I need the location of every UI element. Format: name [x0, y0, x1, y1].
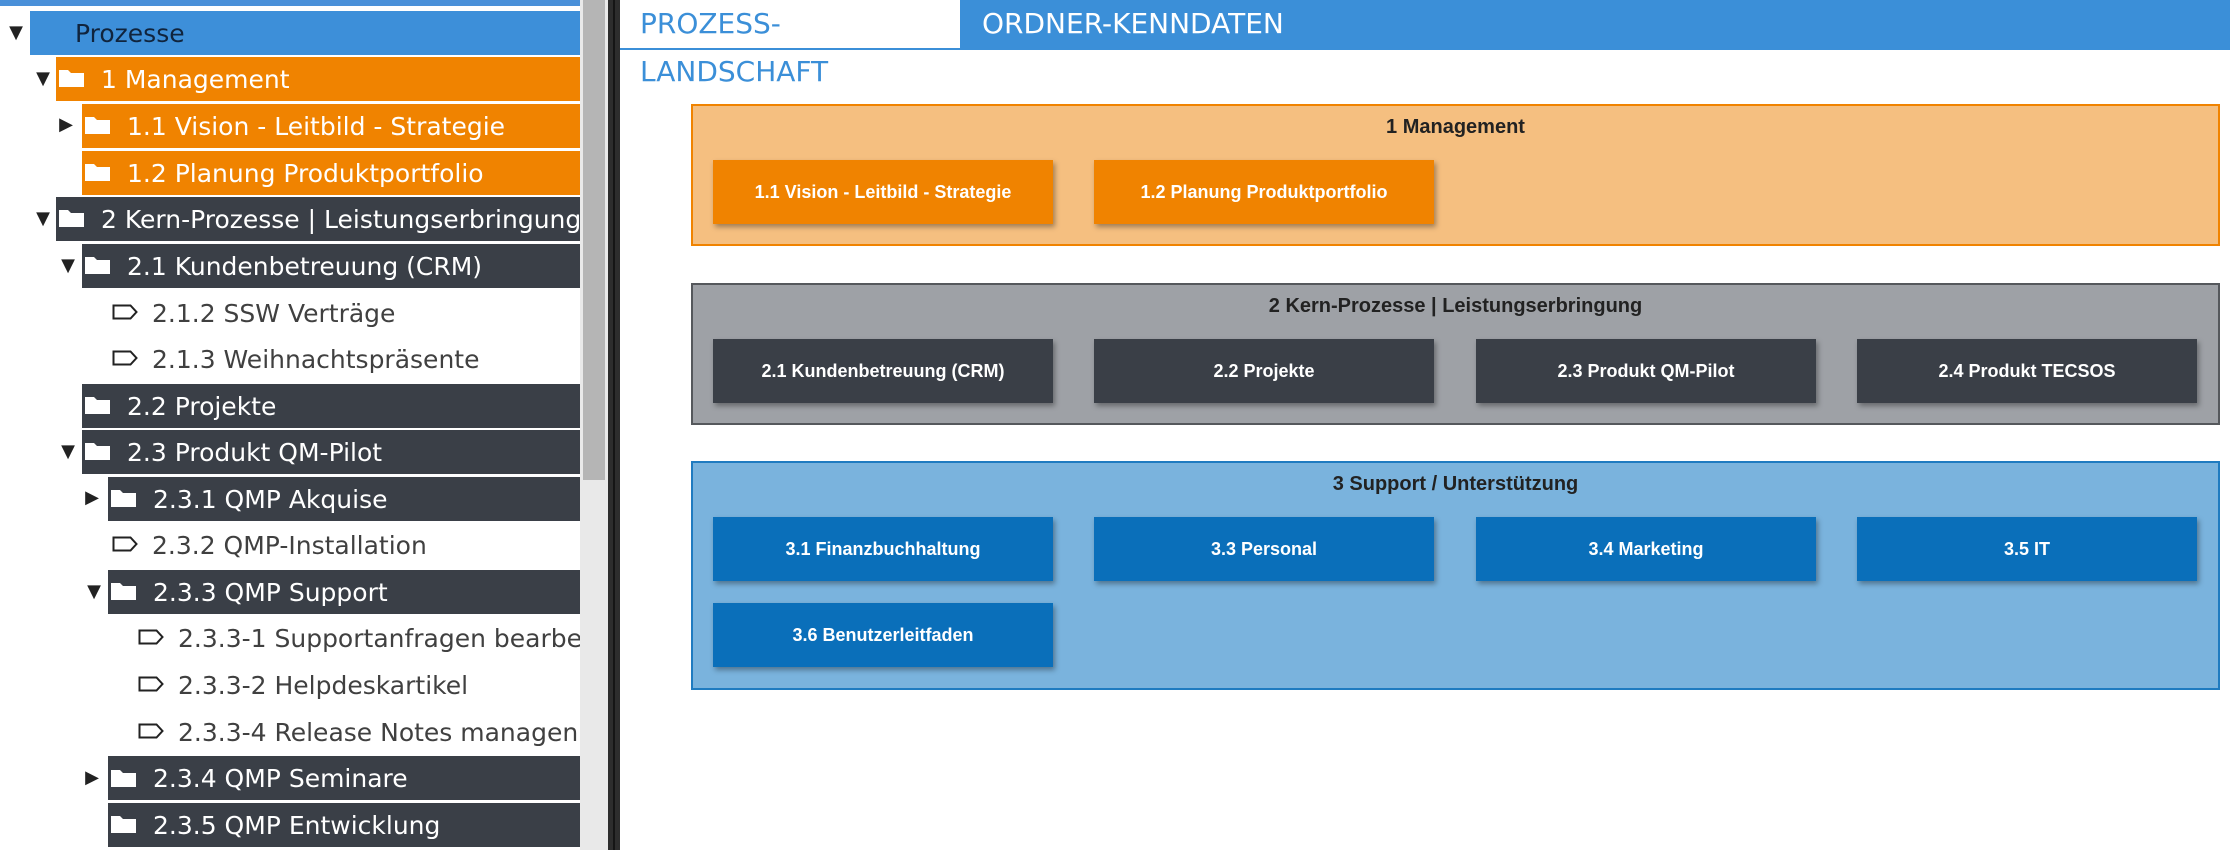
- tree-item-2-3-3-2-helpdeskartikel[interactable]: 2.3.3-2 Helpdeskartikel: [168, 663, 580, 707]
- tree-item-1-2-planung[interactable]: 1.2 Planung Produktportfolio: [82, 151, 580, 195]
- folder-icon: [84, 394, 111, 415]
- tree-top-border: [0, 0, 580, 6]
- process-box-2-2[interactable]: 2.2 Projekte: [1094, 339, 1434, 403]
- folder-icon: [84, 161, 111, 182]
- tree-item-2-kern-prozesse[interactable]: 2 Kern-Prozesse | Leistungserbringung: [56, 197, 580, 241]
- panel-splitter[interactable]: [608, 0, 620, 850]
- tree-item-label: 2.3.3-2 Helpdeskartikel: [178, 670, 469, 700]
- tree-item-2-3-2-qmp-installation[interactable]: 2.3.2 QMP-Installation: [142, 523, 580, 567]
- tree-item-2-2-projekte[interactable]: 2.2 Projekte: [82, 384, 580, 428]
- tree-item-label: 1.1 Vision - Leitbild - Strategie: [127, 111, 506, 141]
- process-box-3-4[interactable]: 3.4 Marketing: [1476, 517, 1816, 581]
- tree-item-label: 2.3 Produkt QM-Pilot: [127, 437, 383, 467]
- process-box-1-1[interactable]: 1.1 Vision - Leitbild - Strategie: [713, 160, 1053, 224]
- group-title: 3 Support / Unterstützung: [1332, 473, 1579, 495]
- tree-item-label: 1 Management: [101, 64, 290, 94]
- tree-scrollbar-thumb[interactable]: [583, 0, 605, 480]
- tag-document-icon: [112, 536, 138, 552]
- tree-item-2-3-4-qmp-seminare[interactable]: 2.3.4 QMP Seminare: [108, 756, 580, 800]
- caret-right-icon[interactable]: ▶: [59, 114, 73, 135]
- process-box-2-3[interactable]: 2.3 Produkt QM-Pilot: [1476, 339, 1816, 403]
- tree-item-label: 2.3.3-4 Release Notes managen: [178, 717, 579, 747]
- tree-item-2-1-kundenbetreuung[interactable]: 2.1 Kundenbetreuung (CRM): [82, 244, 580, 288]
- tab-ordner-kenndaten[interactable]: ORDNER-KENNDATEN: [982, 7, 1284, 40]
- folder-icon: [110, 813, 137, 834]
- folder-icon: [84, 254, 111, 275]
- tree-item-2-3-3-1-supportanfragen[interactable]: 2.3.3-1 Supportanfragen bearbeiten: [168, 616, 580, 660]
- tab-prozess-landschaft[interactable]: PROZESS-LANDSCHAFT: [620, 0, 960, 88]
- folder-icon: [110, 487, 137, 508]
- tag-document-icon: [112, 304, 138, 320]
- process-box-3-6[interactable]: 3.6 Benutzerleitfaden: [713, 603, 1053, 667]
- caret-down-icon[interactable]: ▼: [9, 22, 23, 43]
- tree-item-1-management[interactable]: 1 Management: [56, 57, 580, 101]
- tree-item-label: 2.2 Projekte: [127, 391, 277, 421]
- tab-bar: PROZESS-LANDSCHAFT ORDNER-KENNDATEN: [620, 0, 2230, 88]
- caret-right-icon[interactable]: ▶: [85, 767, 99, 788]
- tree-scrollbar[interactable]: [580, 0, 608, 850]
- tree-item-2-3-3-4-release-notes[interactable]: 2.3.3-4 Release Notes managen: [168, 710, 580, 754]
- tree-item-label: 2.3.5 QMP Entwicklung: [153, 810, 441, 840]
- process-box-2-1[interactable]: 2.1 Kundenbetreuung (CRM): [713, 339, 1053, 403]
- folder-icon: [58, 67, 85, 88]
- tree-item-label: 2.3.3 QMP Support: [153, 577, 388, 607]
- tree-item-label: 2.1.2 SSW Verträge: [152, 298, 396, 328]
- group-support: 3 Support / Unterstützung 3.1 Finanzbuch…: [691, 461, 2220, 690]
- tag-document-icon: [112, 350, 138, 366]
- tree-item-label: 2.1.3 Weihnachtspräsente: [152, 344, 480, 374]
- group-title: 1 Management: [1386, 116, 1525, 138]
- folder-icon: [110, 767, 137, 788]
- process-tree: ▼ Prozesse 1 Management ▼ 1.1 Vision - L…: [0, 0, 580, 850]
- caret-down-icon[interactable]: ▼: [61, 255, 75, 276]
- folder-icon: [58, 207, 85, 228]
- tag-document-icon: [138, 676, 164, 692]
- tag-document-icon: [138, 723, 164, 739]
- process-box-1-2[interactable]: 1.2 Planung Produktportfolio: [1094, 160, 1434, 224]
- tree-item-label: 2.3.2 QMP-Installation: [152, 530, 427, 560]
- process-box-3-5[interactable]: 3.5 IT: [1857, 517, 2197, 581]
- process-box-3-3[interactable]: 3.3 Personal: [1094, 517, 1434, 581]
- folder-icon: [84, 114, 111, 135]
- tree-item-label: 2.3.3-1 Supportanfragen bearbeiten: [178, 623, 580, 653]
- group-kern-prozesse: 2 Kern-Prozesse | Leistungserbringung 2.…: [691, 283, 2220, 425]
- tree-item-label: 2.3.1 QMP Akquise: [153, 484, 388, 514]
- tree-item-prozesse[interactable]: Prozesse: [30, 11, 580, 55]
- tree-item-2-3-3-qmp-support[interactable]: 2.3.3 QMP Support: [108, 570, 580, 614]
- tree-item-2-3-5-qmp-entwicklung[interactable]: 2.3.5 QMP Entwicklung: [108, 803, 580, 847]
- process-box-3-1[interactable]: 3.1 Finanzbuchhaltung: [713, 517, 1053, 581]
- group-title: 2 Kern-Prozesse | Leistungserbringung: [1268, 295, 1643, 317]
- group-management: 1 Management 1.1 Vision - Leitbild - Str…: [691, 104, 2220, 246]
- tree-item-label: 1.2 Planung Produktportfolio: [127, 158, 484, 188]
- tag-document-icon: [138, 629, 164, 645]
- caret-down-icon[interactable]: ▼: [36, 68, 50, 89]
- tree-item-2-3-produkt-qm-pilot[interactable]: 2.3 Produkt QM-Pilot: [82, 430, 580, 474]
- caret-down-icon[interactable]: ▼: [87, 581, 101, 602]
- tree-item-2-3-1-qmp-akquise[interactable]: 2.3.1 QMP Akquise: [108, 477, 580, 521]
- tree-item-1-1-vision[interactable]: 1.1 Vision - Leitbild - Strategie: [82, 104, 580, 148]
- tree-item-label: 2.1 Kundenbetreuung (CRM): [127, 251, 483, 281]
- folder-icon: [84, 440, 111, 461]
- tree-item-label: 2.3.4 QMP Seminare: [153, 763, 408, 793]
- process-box-2-4[interactable]: 2.4 Produkt TECSOS: [1857, 339, 2197, 403]
- tree-item-2-1-2-ssw-vertraege[interactable]: 2.1.2 SSW Verträge: [142, 291, 580, 335]
- caret-down-icon[interactable]: ▼: [61, 441, 75, 462]
- caret-right-icon[interactable]: ▶: [85, 487, 99, 508]
- tree-item-label: Prozesse: [75, 18, 185, 48]
- tree-item-2-1-3-weihnachtspraesente[interactable]: 2.1.3 Weihnachtspräsente: [142, 337, 580, 381]
- folder-icon: [110, 580, 137, 601]
- tree-item-label: 2 Kern-Prozesse | Leistungserbringung: [101, 204, 580, 234]
- caret-down-icon[interactable]: ▼: [36, 208, 50, 229]
